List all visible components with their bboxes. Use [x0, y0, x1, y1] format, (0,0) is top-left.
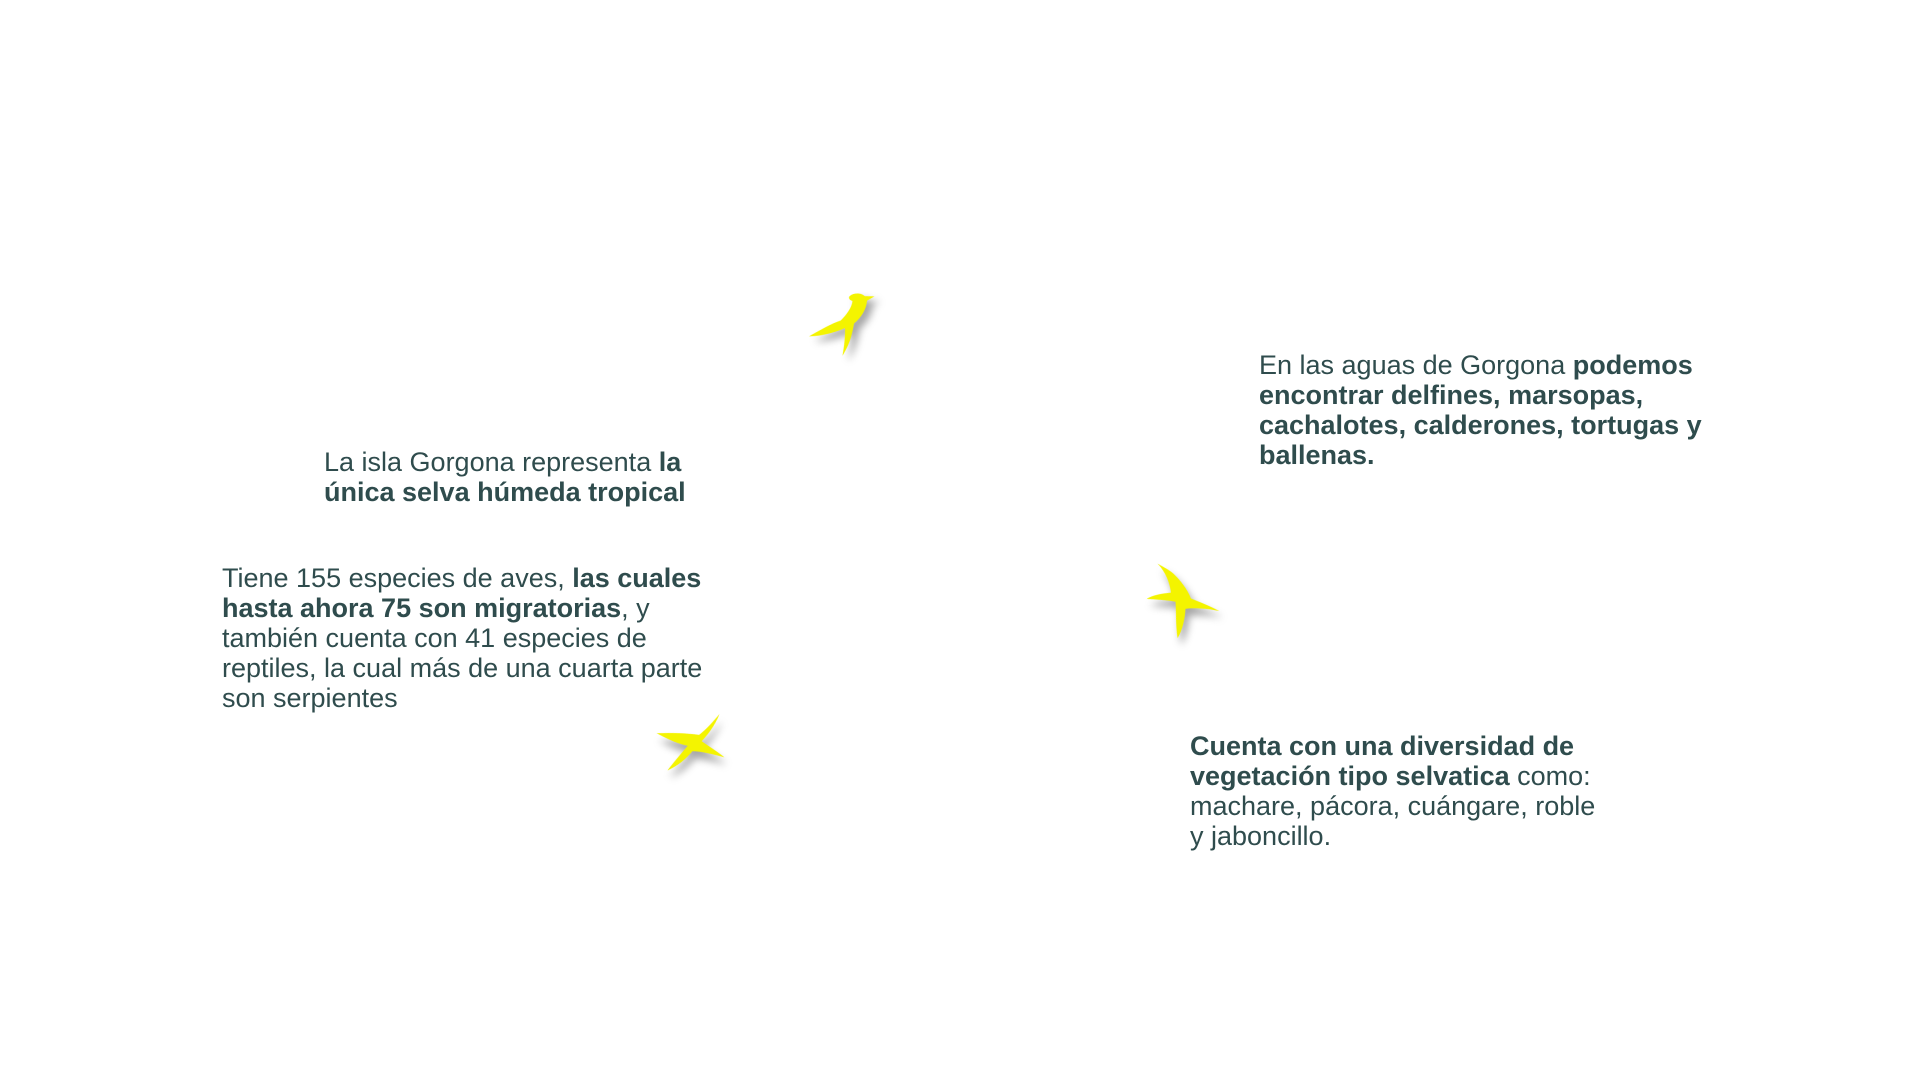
swallow-icon — [1136, 558, 1231, 653]
info-especies-aves: Tiene 155 especies de aves, las cuales h… — [222, 563, 722, 713]
info-vegetacion-bold: Cuenta con una diversidad de vegetación … — [1190, 731, 1575, 791]
info-isla-gorgona: La isla Gorgona representa la única selv… — [324, 447, 744, 507]
info-aves-text-1: Tiene 155 especies de aves, — [222, 563, 573, 593]
swallow-icon — [639, 690, 743, 794]
info-aves-text-2: , y también cuenta con 41 especies de re… — [222, 593, 703, 713]
info-aguas-bold: podemos encontrar delfines, marsopas, ca… — [1259, 350, 1702, 470]
swallow-icon — [800, 283, 890, 373]
info-aguas-gorgona: En las aguas de Gorgona podemos encontra… — [1259, 350, 1719, 470]
info-isla-bold: la única selva húmeda tropical — [324, 447, 686, 507]
info-aguas-text: En las aguas de Gorgona — [1259, 350, 1573, 380]
info-aves-bold: las cuales hasta ahora 75 son migratoria… — [222, 563, 702, 623]
info-vegetacion: Cuenta con una diversidad de vegetación … — [1190, 731, 1610, 851]
info-isla-text: La isla Gorgona representa — [324, 447, 659, 477]
info-vegetacion-text: como: machare, pácora, cuángare, roble y… — [1190, 761, 1596, 851]
